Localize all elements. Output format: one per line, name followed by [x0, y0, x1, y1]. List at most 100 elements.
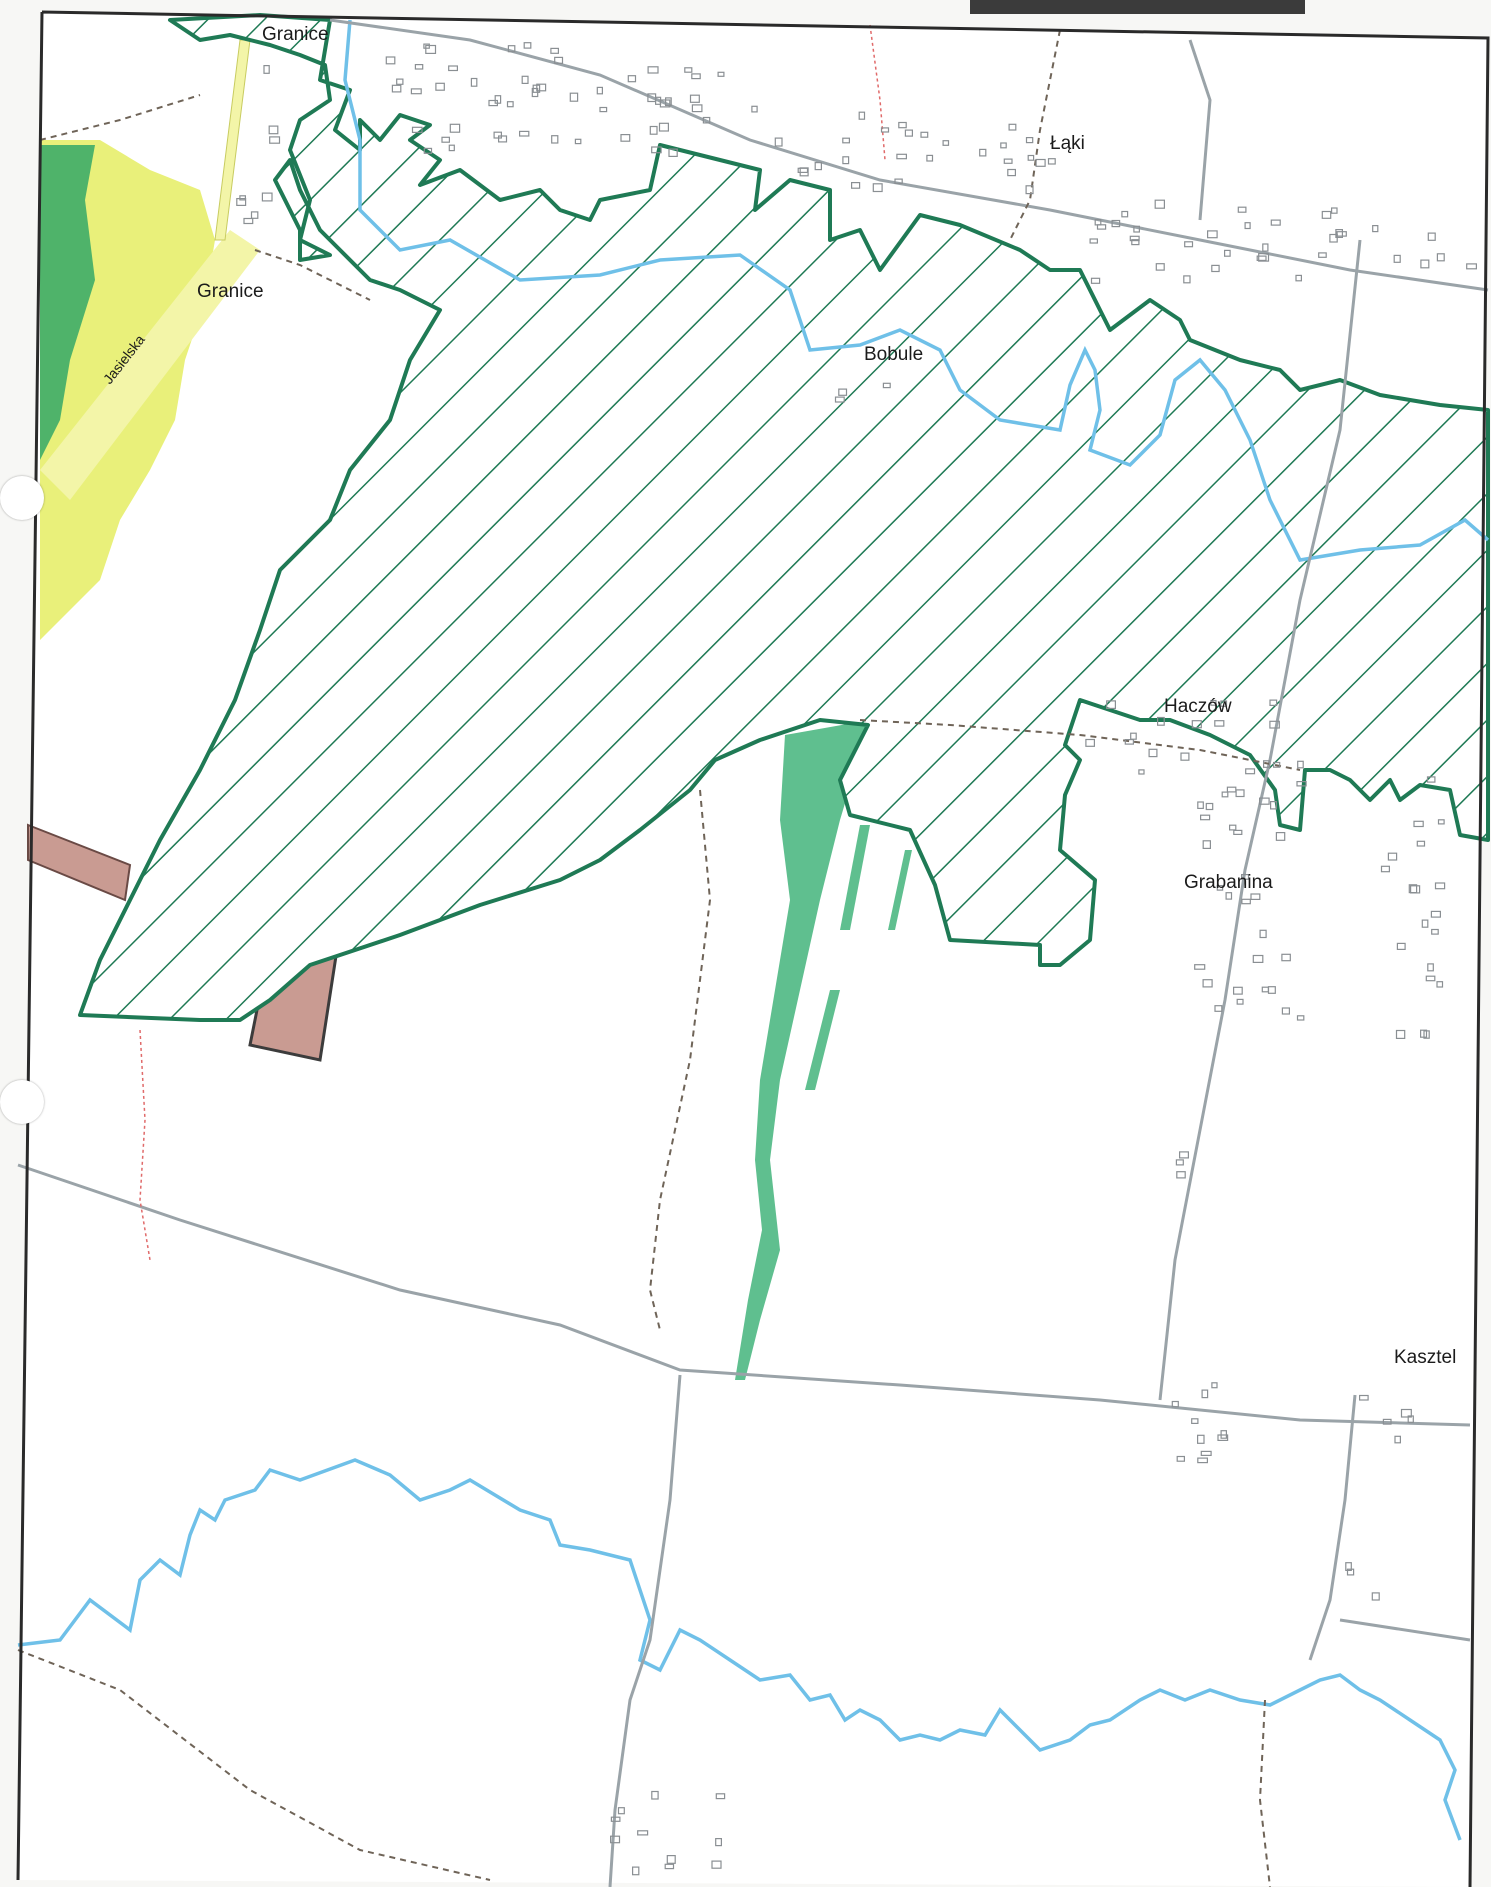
building-marker: [1191, 720, 1202, 729]
building-marker: [507, 45, 516, 53]
building-marker: [1436, 981, 1444, 988]
punch-hole-icon: [0, 1080, 44, 1124]
label-grabanina: Grabanina: [1184, 872, 1273, 893]
building-marker: [1178, 1151, 1189, 1159]
building-marker: [664, 1863, 675, 1870]
building-marker: [423, 147, 433, 154]
building-marker: [263, 64, 270, 74]
building-marker: [449, 123, 461, 133]
building-marker: [435, 82, 445, 91]
building-marker: [414, 63, 424, 70]
building-marker: [1089, 238, 1098, 244]
building-marker: [659, 99, 671, 108]
building-marker: [1191, 1418, 1199, 1425]
path-dashed-granice: [254, 249, 371, 301]
building-marker: [647, 93, 657, 103]
building-marker: [1416, 840, 1426, 847]
building-marker: [1007, 168, 1016, 177]
building-marker: [1269, 720, 1280, 729]
building-marker: [1336, 231, 1347, 237]
building-marker: [1235, 789, 1245, 798]
building-marker: [1393, 254, 1401, 263]
building-marker: [1244, 222, 1251, 230]
building-marker: [268, 125, 279, 135]
building-marker: [691, 104, 703, 113]
building-marker: [1171, 1400, 1179, 1408]
building-marker: [551, 135, 559, 144]
road-north-south-central: [608, 1374, 682, 1887]
building-marker: [410, 88, 422, 95]
road-jasielska-band: [40, 230, 260, 500]
building-marker: [882, 382, 891, 389]
building-marker: [1205, 802, 1214, 811]
building-marker: [1240, 873, 1250, 880]
building-marker: [1211, 1382, 1218, 1389]
building-marker: [518, 130, 530, 137]
label-bobule: Bobule: [864, 344, 923, 365]
path-dashed-north: [1009, 29, 1061, 241]
building-marker: [689, 94, 700, 103]
building-marker: [523, 42, 532, 49]
building-marker: [1241, 898, 1251, 905]
building-marker: [1466, 263, 1477, 270]
building-marker: [715, 1837, 723, 1847]
road-south-east: [1339, 1618, 1471, 1642]
building-marker: [684, 67, 693, 73]
building-marker: [1335, 229, 1344, 239]
building-marker: [1003, 158, 1013, 164]
building-marker: [1200, 1450, 1212, 1457]
building-marker: [1318, 252, 1327, 258]
building-marker: [880, 127, 890, 133]
building-marker: [894, 178, 903, 185]
building-marker: [898, 121, 907, 129]
building-marker: [596, 86, 603, 95]
building-marker: [1272, 761, 1281, 768]
path-dashed-south: [17, 1649, 491, 1881]
building-marker: [1199, 814, 1211, 821]
building-marker: [1176, 1455, 1185, 1462]
building-marker: [751, 105, 758, 113]
red-boundary-line-north: [869, 24, 886, 161]
building-marker: [1175, 1159, 1184, 1166]
building-marker: [814, 162, 823, 171]
building-marker: [396, 78, 404, 85]
building-marker: [1387, 852, 1398, 861]
building-marker: [850, 182, 861, 189]
scan-top-shadow: [970, 0, 1305, 14]
building-marker: [774, 137, 783, 147]
building-marker: [1025, 137, 1034, 144]
building-marker: [385, 56, 396, 65]
building-marker: [1281, 953, 1291, 962]
building-marker: [1000, 142, 1007, 149]
building-marker: [1196, 1434, 1205, 1444]
building-marker: [609, 1835, 621, 1844]
building-marker: [1269, 699, 1278, 706]
building-marker: [1237, 206, 1247, 213]
building-marker: [1345, 1562, 1352, 1571]
building-marker: [521, 75, 529, 85]
building-marker: [488, 99, 498, 107]
map-frame: [16, 10, 1490, 1887]
building-marker: [658, 122, 669, 132]
building-marker: [493, 131, 503, 139]
building-marker: [1408, 884, 1418, 894]
building-marker: [1025, 185, 1034, 195]
building-marker: [620, 134, 631, 142]
building-marker: [1394, 1435, 1402, 1444]
building-marker: [574, 138, 582, 145]
building-marker: [250, 211, 259, 219]
building-marker: [691, 73, 701, 80]
building-marker: [872, 183, 883, 193]
building-marker: [1380, 865, 1391, 873]
building-marker: [1096, 224, 1107, 230]
hatched-protected-area[interactable]: [78, 13, 1490, 1022]
building-marker: [1275, 831, 1286, 841]
building-marker: [1008, 123, 1017, 131]
road-north-south-east: [1158, 239, 1362, 1401]
building-marker: [1330, 207, 1338, 214]
building-marker: [904, 129, 914, 137]
building-marker: [1202, 840, 1211, 849]
building-marker: [842, 137, 850, 144]
building-marker: [711, 1860, 722, 1869]
